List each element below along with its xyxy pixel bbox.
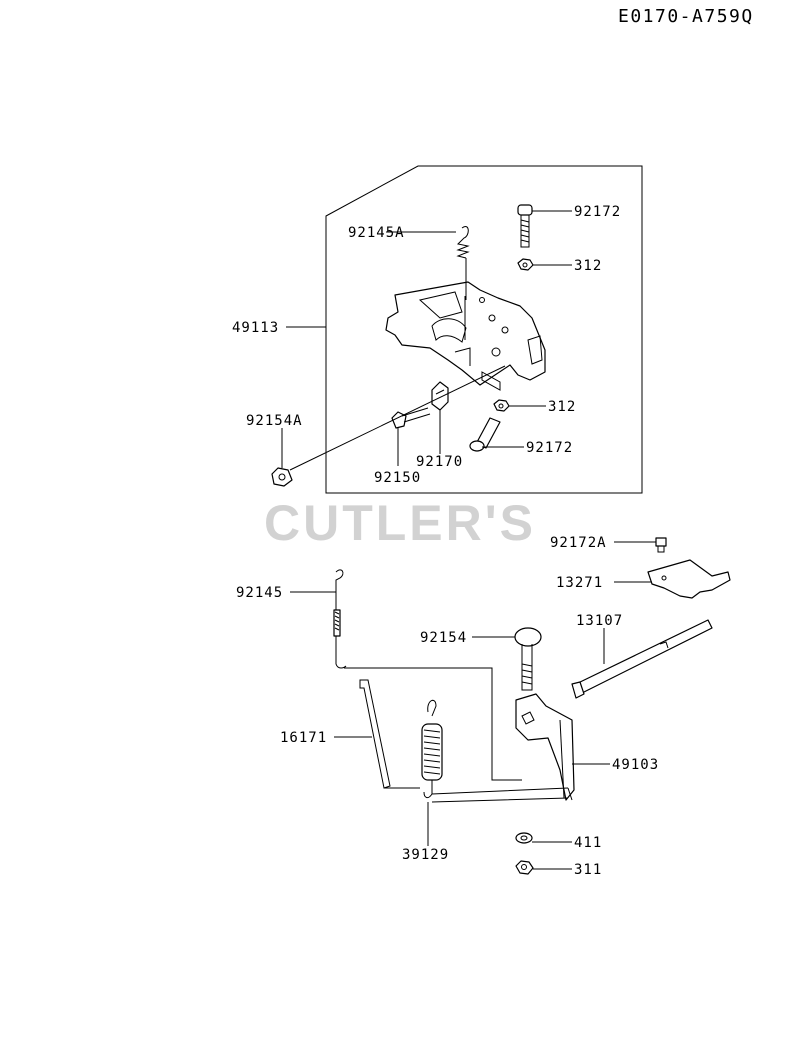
shaft-13107-part xyxy=(571,619,713,699)
label-39129: 39129 xyxy=(402,847,449,863)
bolt-92154A-part xyxy=(271,365,506,487)
label-92150: 92150 xyxy=(374,470,421,486)
label-92172-top: 92172 xyxy=(574,204,621,220)
rod-16171-part xyxy=(359,679,420,789)
label-92154A: 92154A xyxy=(246,413,303,429)
label-92145: 92145 xyxy=(236,585,283,601)
diagram-code: E0170-A759Q xyxy=(618,6,754,27)
label-411: 411 xyxy=(574,835,602,851)
plate-13271-part xyxy=(647,559,731,599)
spring-39129-part xyxy=(421,699,573,803)
label-49103: 49103 xyxy=(612,757,659,773)
nut-312-mid-part xyxy=(493,399,510,412)
bolt-92172A-part xyxy=(655,537,667,553)
label-13107: 13107 xyxy=(576,613,623,629)
assembly-box-outline xyxy=(325,165,643,494)
bolt-92172-mid-part xyxy=(469,417,501,452)
label-311: 311 xyxy=(574,862,602,878)
nut-312-top-part xyxy=(517,258,534,271)
spring-92145-part xyxy=(333,569,522,781)
label-92172A: 92172A xyxy=(550,535,607,551)
label-92172-mid: 92172 xyxy=(526,440,573,456)
label-92170: 92170 xyxy=(416,454,463,470)
nut-311-part xyxy=(515,860,534,875)
label-312-top: 312 xyxy=(574,258,602,274)
label-92154: 92154 xyxy=(420,630,467,646)
bolt-92172-top-part xyxy=(517,204,533,248)
watermark: CUTLER'S xyxy=(264,495,536,551)
plate-92170-part xyxy=(431,381,449,411)
washer-411-part xyxy=(515,832,533,844)
lever-49103-part xyxy=(515,693,575,801)
spring-92145A-part xyxy=(456,226,470,300)
label-16171: 16171 xyxy=(280,730,327,746)
label-92145A: 92145A xyxy=(348,225,405,241)
label-13271: 13271 xyxy=(556,575,603,591)
bolt-92154-part xyxy=(514,627,542,691)
label-312-mid: 312 xyxy=(548,399,576,415)
label-49113: 49113 xyxy=(232,320,279,336)
